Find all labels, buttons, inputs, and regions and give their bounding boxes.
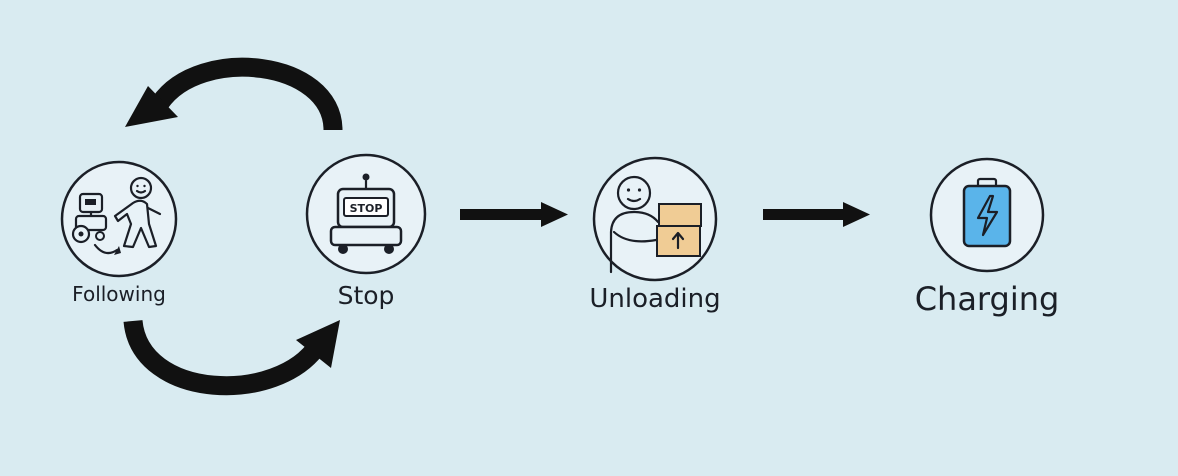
node-label-charging: Charging — [914, 280, 1060, 318]
node-label-stop: Stop — [337, 281, 395, 310]
walking-person-icon — [113, 176, 162, 249]
follow-curve-icon — [93, 243, 121, 255]
loop-arrow-following-to-stop — [123, 319, 340, 396]
node-stop: STOP — [305, 153, 427, 275]
node-label-unloading: Unloading — [589, 284, 721, 314]
node-charging — [929, 157, 1045, 273]
node-unloading — [592, 156, 718, 282]
worker-lifting-box-icon — [609, 175, 702, 274]
arrow-unloading-to-charging — [763, 202, 870, 227]
node-following — [60, 160, 178, 278]
loop-arrow-stop-to-following — [125, 57, 343, 131]
arrow-stop-to-unloading — [460, 202, 568, 227]
stop-robot-icon: STOP — [329, 173, 403, 254]
node-label-following: Following — [72, 282, 166, 306]
robot-icon — [71, 192, 108, 244]
battery-charging-icon — [962, 177, 1012, 248]
stop-sign-text: STOP — [350, 202, 383, 215]
